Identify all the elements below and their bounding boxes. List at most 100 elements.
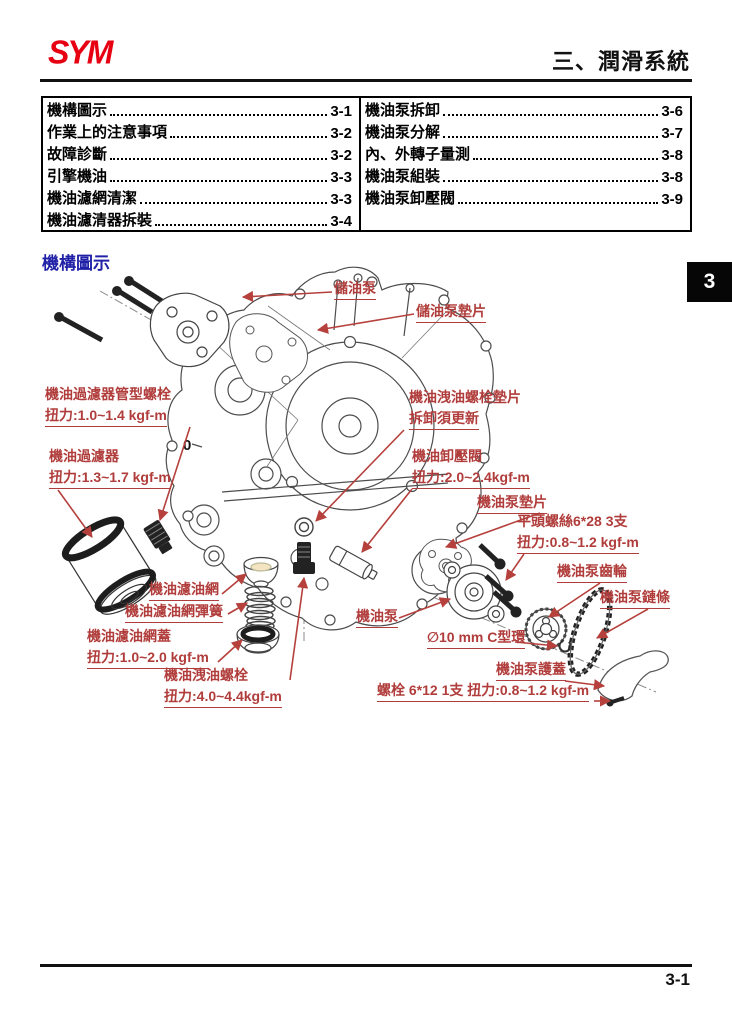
label-oil-strainer: 機油濾油網	[149, 579, 219, 601]
toc-entry-label: 機油泵拆卸	[365, 102, 441, 119]
toc-entry-label: 機油泵分解	[365, 124, 441, 141]
label-line: 機油過濾器管型螺栓	[45, 386, 171, 402]
label-oil-drain-bolt: 機油洩油螺栓 扭力:4.0~4.4kgf-m	[164, 665, 282, 708]
label-drain-bolt-washer: 機油洩油螺栓墊片 拆卸須更新	[409, 387, 521, 430]
toc-left-column: 機構圖示 3-1 作業上的注意事項 3-2 故障診斷 3-2 引擎機油 3-3 …	[43, 98, 359, 230]
toc-entry-page: 3-6	[661, 103, 683, 120]
label-line: 扭力:1.0~2.0 kgf-m	[87, 647, 209, 669]
flat-head-screws-art	[478, 543, 522, 618]
label-line: 機油過濾器	[49, 448, 119, 464]
oil-strainer-spring-art	[244, 585, 276, 632]
label-oil-strainer-spring: 機油濾油網彈簧	[125, 601, 223, 623]
toc-entry-page: 3-2	[330, 147, 352, 164]
toc-leader-dots	[443, 180, 659, 182]
label-line: 平頭螺絲6*28 3支	[517, 513, 628, 529]
toc-entry: 作業上的注意事項 3-2	[43, 120, 359, 142]
toc-entry: 機油濾清器拆裝 3-4	[43, 208, 359, 230]
label-oil-pump-gasket: 機油泵墊片	[477, 492, 547, 514]
storage-pump-gasket-art	[229, 313, 308, 393]
label-line: 機油泵齒輪	[557, 561, 627, 583]
label-oil-pump-gear: 機油泵齒輪	[557, 561, 627, 583]
toc-entry-label: 機油泵組裝	[365, 168, 441, 185]
oil-strainer-art	[243, 556, 279, 588]
label-line: 扭力:4.0~4.4kgf-m	[164, 686, 282, 708]
toc-entry-page: 3-7	[661, 125, 683, 142]
toc-entry-page: 3-8	[661, 169, 683, 186]
label-c-ring: ∅10 mm C型環	[427, 627, 526, 649]
footer-rule	[40, 964, 692, 967]
toc-entry: 機油泵卸壓閥 3-9	[361, 186, 690, 208]
toc-leader-dots	[443, 114, 659, 116]
toc-entry-label: 機構圖示	[47, 102, 108, 119]
label-line: 扭力:1.3~1.7 kgf-m	[49, 467, 171, 489]
label-line: 機油濾油網蓋	[87, 628, 171, 644]
label-oil-pump: 機油泵	[356, 606, 398, 628]
label-line: 機油卸壓閥	[412, 448, 482, 464]
toc-entry-page: 3-4	[330, 213, 352, 230]
storage-pump-bolts-art	[54, 276, 167, 343]
toc-entry-label: 故障診斷	[47, 146, 108, 163]
label-line: 機油洩油螺栓	[164, 667, 248, 683]
label-storage-pump-gasket: 儲油泵墊片	[416, 301, 486, 323]
label-line: 機油濾油網彈簧	[125, 601, 223, 623]
label-relief-valve: 機油卸壓閥 扭力:2.0~2.4kgf-m	[412, 446, 530, 489]
toc-leader-dots	[110, 180, 328, 182]
label-oil-pump-cover: 機油泵護蓋	[496, 659, 566, 681]
toc-entry: 內、外轉子量測 3-8	[361, 142, 690, 164]
label-flat-head-screws: 平頭螺絲6*28 3支 扭力:0.8~1.2 kgf-m	[517, 511, 639, 554]
label-line: 機油泵墊片	[477, 492, 547, 514]
oil-pump-gear-art	[524, 607, 568, 651]
toc-leader-dots	[110, 114, 328, 116]
toc-entry: 引擎機油 3-3	[43, 164, 359, 186]
toc-right-column: 機油泵拆卸 3-6 機油泵分解 3-7 內、外轉子量測 3-8 機油泵組裝 3-…	[359, 98, 690, 230]
storage-pump-art	[149, 292, 230, 368]
toc-entry: 故障診斷 3-2	[43, 142, 359, 164]
label-line: 機油濾油網	[149, 579, 219, 601]
relief-valve-art	[329, 545, 378, 580]
toc-entry-label: 作業上的注意事項	[47, 124, 168, 141]
drain-washer-art	[294, 517, 314, 537]
drain-bolt-art	[293, 542, 315, 574]
label-line: 儲油泵	[334, 278, 376, 300]
toc-entry-label: 內、外轉子量測	[365, 146, 471, 163]
toc-leader-dots	[110, 158, 328, 160]
chapter-title: 三、潤滑系統	[551, 49, 690, 74]
label-line: 機油洩油螺栓墊片	[409, 389, 521, 405]
label-line: 機油泵護蓋	[496, 659, 566, 681]
toc-leader-dots	[170, 136, 328, 138]
toc-entry-page: 3-9	[661, 191, 683, 208]
label-line: 扭力:1.0~1.4 kgf-m	[45, 405, 167, 427]
case-mark-text: 0	[183, 437, 191, 454]
label-line: 螺栓 6*12 1支 扭力:0.8~1.2 kgf-m	[377, 680, 590, 702]
toc-entry-page: 3-3	[330, 169, 352, 186]
toc-leader-dots	[140, 202, 328, 204]
label-storage-pump: 儲油泵	[334, 278, 376, 300]
label-line: 機油泵	[356, 606, 398, 628]
sym-logo: SYM	[48, 33, 113, 71]
toc-entry: 機構圖示 3-1	[43, 98, 359, 120]
label-oil-pump-chain: 機油泵鏈條	[600, 587, 670, 609]
chapter-side-tab: 3	[687, 262, 732, 302]
toc-entry: 機油泵拆卸 3-6	[361, 98, 690, 120]
leader-arrows	[57, 290, 649, 707]
toc-entry: 機油泵分解 3-7	[361, 120, 690, 142]
toc-entry-label: 機油濾網清潔	[47, 190, 138, 207]
toc-entry-page: 3-1	[330, 103, 352, 120]
toc-leader-dots	[473, 158, 659, 160]
toc-leader-dots	[155, 224, 328, 226]
toc-entry: 機油濾網清潔 3-3	[43, 186, 359, 208]
toc-entry-page: 3-3	[330, 191, 352, 208]
oil-pump-cover-art	[597, 650, 669, 702]
filter-tube-bolt-art	[143, 520, 173, 555]
section-title: 機構圖示	[42, 254, 110, 273]
toc-entry-label: 引擎機油	[47, 168, 108, 185]
label-line: 拆卸須更新	[409, 408, 479, 430]
label-oil-filter: 機油過濾器 扭力:1.3~1.7 kgf-m	[49, 446, 171, 489]
label-oil-strainer-cap: 機油濾油網蓋 扭力:1.0~2.0 kgf-m	[87, 626, 209, 669]
label-line: 扭力:2.0~2.4kgf-m	[412, 467, 530, 489]
label-line: 機油泵鏈條	[600, 587, 670, 609]
page-number: 3-1	[665, 970, 690, 989]
toc-entry: 機油泵組裝 3-8	[361, 164, 690, 186]
label-line: 儲油泵墊片	[416, 301, 486, 323]
